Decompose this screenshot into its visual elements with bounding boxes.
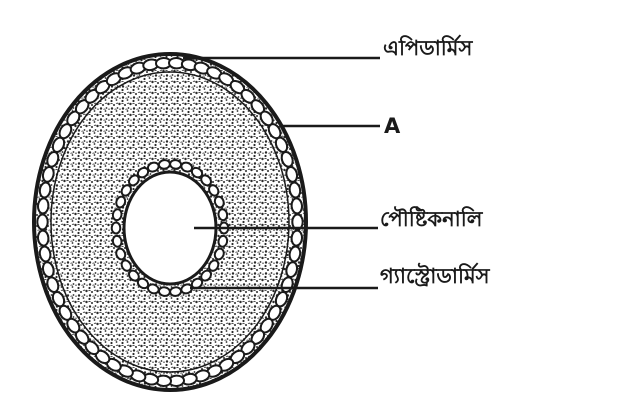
gastrodermis-cell — [136, 277, 150, 290]
epidermis-inner-boundary — [50, 71, 290, 373]
label-digestive-tube: পৌষ্টিকনালি — [380, 206, 484, 231]
gastrodermis-cell — [217, 208, 229, 222]
gastrodermis-cell — [128, 174, 140, 187]
gastrodermis-cell — [169, 286, 183, 297]
gastrodermis-cell — [213, 247, 225, 261]
gastrodermis-cell — [213, 195, 225, 209]
epidermis-cell — [288, 181, 302, 199]
epidermis-cell — [290, 229, 304, 247]
gastrodermis-cell — [217, 234, 229, 248]
epidermis-cell — [291, 213, 304, 231]
epidermis-cell — [290, 197, 304, 215]
label-gastrodermis: গ্যাস্ট্রোডার্মিস — [380, 262, 491, 288]
epidermis-cell — [38, 245, 52, 263]
gastrodermis-cell — [115, 247, 127, 261]
gastrodermis-cell — [200, 269, 212, 282]
gastrodermis-cell — [200, 174, 212, 187]
gastrodermis-cell — [120, 184, 132, 197]
epidermis-cell — [36, 229, 50, 247]
gastrodermis-cell — [128, 269, 140, 282]
gastrodermis-cell — [157, 159, 171, 170]
leader-lines — [183, 56, 380, 290]
label-a: A — [384, 114, 401, 138]
epidermis-cell — [36, 197, 50, 215]
gastrodermis-cell — [115, 195, 127, 209]
gastrodermis-cell — [208, 184, 220, 197]
gastrodermis-cell — [157, 286, 171, 297]
gastrodermis-cell — [111, 234, 123, 248]
gastrodermis-cell — [111, 208, 123, 222]
gastrodermis-cell-layer — [110, 159, 230, 297]
epidermis-cell-layer — [36, 56, 304, 388]
epidermis-cell — [36, 213, 49, 231]
gastrodermis-cell — [110, 221, 122, 235]
gastrodermis-cell — [169, 159, 183, 170]
gastrodermis-cell — [208, 259, 220, 272]
label-epidermis: এপিডার্মিস — [383, 34, 473, 60]
gastrodermis-cell — [120, 259, 132, 272]
gastrodermis-cell — [190, 166, 204, 179]
